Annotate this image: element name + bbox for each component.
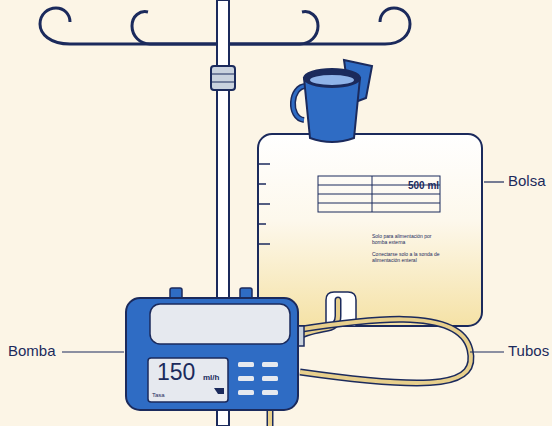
callout-label: Bomba [8,343,56,360]
pole-arm [40,8,223,44]
pole-clamp [211,66,235,90]
cup-rim [304,69,360,87]
callout-label: Tubos [508,343,549,360]
feeding-bag [258,134,482,326]
pump-display [148,358,228,402]
feeding-tube [296,319,471,383]
unit-label: ml/h [203,374,219,383]
cup-handle [293,86,306,120]
drop-icon [214,388,224,394]
feeding-pump [126,298,298,410]
pole-hook [227,12,318,44]
cup-handle [293,86,306,120]
warning-note: Conectarse solo a la sonda de alimentaci… [372,252,440,263]
warning-note: Solo para alimentación por bomba externa [372,234,440,245]
clamp-line [211,82,235,83]
leader-line [470,351,504,352]
display-value: 150 [157,360,195,385]
volume-label: 500 ml [408,180,439,191]
scale-ticks [258,164,270,244]
tube-outline [296,319,471,383]
pump-cover [150,304,290,344]
cup-inside [310,75,354,85]
clamp-line [211,74,235,75]
display-label: Tasa [152,392,165,399]
pole-hook [132,12,223,44]
pole-arm [227,8,410,44]
leader-line [62,351,124,352]
bag-table [318,176,440,212]
pump-buttons [238,362,278,395]
leader-line [484,181,504,182]
callout-label: Bolsa [508,173,546,190]
